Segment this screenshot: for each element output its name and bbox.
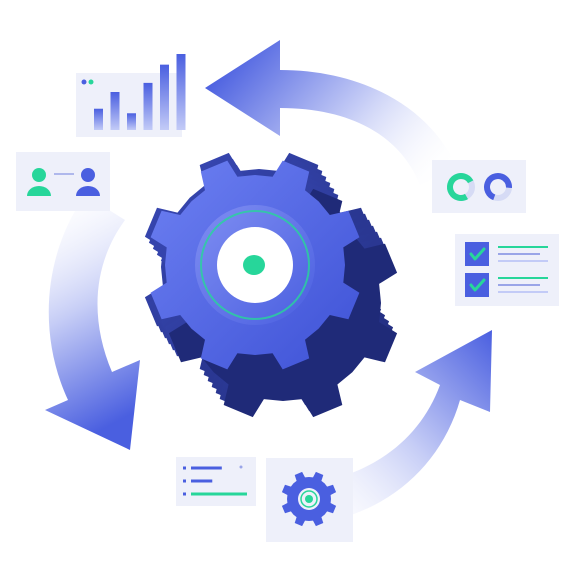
bar-chart-card	[76, 54, 186, 137]
central-gear-icon	[144, 152, 398, 418]
users-card	[16, 152, 110, 211]
checklist-card	[455, 234, 559, 306]
user-avatar-green-icon	[27, 168, 51, 196]
bar	[176, 54, 186, 130]
list-card	[176, 457, 256, 506]
list-line	[191, 479, 213, 483]
checklist-icon	[465, 242, 548, 297]
donut	[447, 173, 475, 201]
checkbox	[465, 273, 489, 297]
bar	[110, 92, 120, 130]
donut-chart-icon	[447, 173, 512, 201]
arrow-top-cycle-icon	[205, 40, 458, 185]
donut-charts-card	[432, 160, 526, 213]
gear-hub-dot	[243, 255, 265, 275]
bar	[160, 64, 169, 130]
bar	[127, 113, 136, 130]
check-mark-icon	[469, 247, 486, 261]
list-icon	[183, 466, 247, 496]
arrow-left-cycle-icon	[45, 195, 140, 450]
bar-chart-icon	[94, 54, 186, 130]
user-avatar-blue-icon	[76, 168, 100, 196]
list-line	[191, 466, 222, 470]
list-line	[191, 492, 247, 496]
small-gear-icon	[281, 471, 337, 527]
check-mark-icon	[469, 278, 486, 292]
bar	[143, 82, 153, 130]
checkbox	[465, 242, 489, 266]
bar	[94, 108, 103, 130]
small-gear-card	[266, 458, 353, 542]
